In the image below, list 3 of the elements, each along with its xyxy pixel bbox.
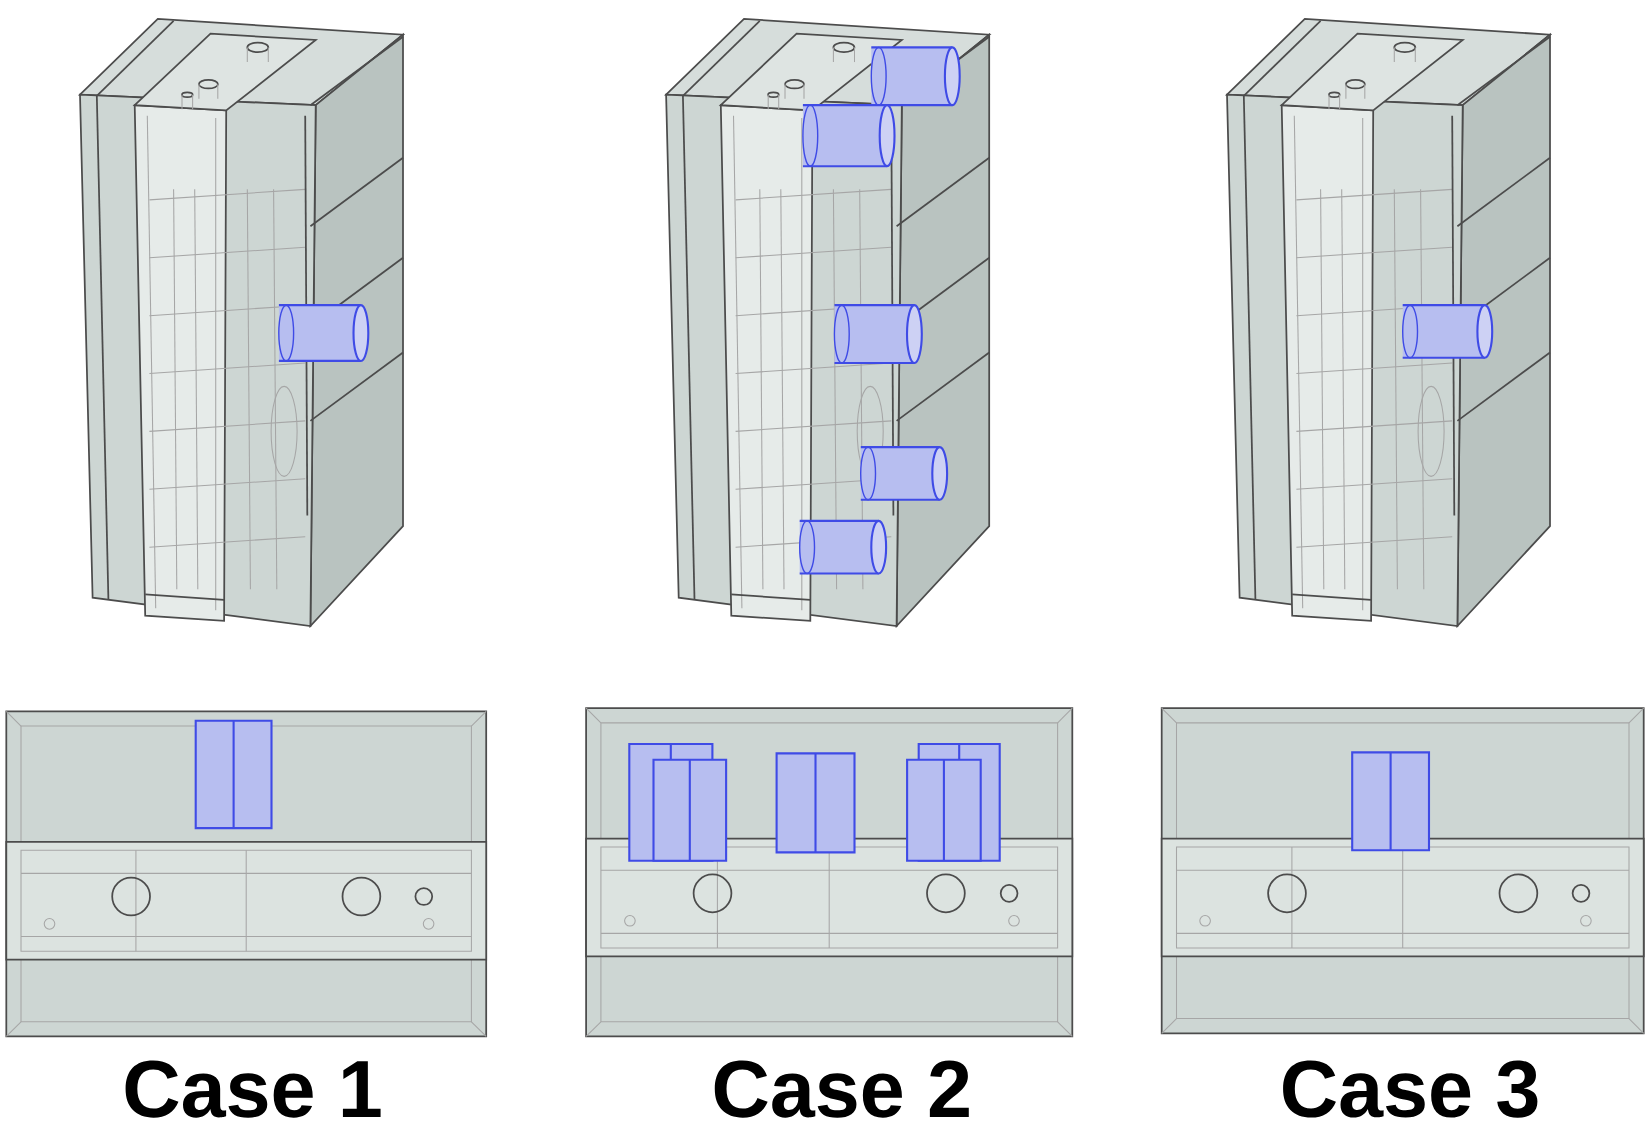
case-label: Case 2 xyxy=(714,1060,969,1118)
case-label: Case 1 xyxy=(125,1060,381,1118)
case-label: Case 3 xyxy=(1283,1060,1538,1118)
